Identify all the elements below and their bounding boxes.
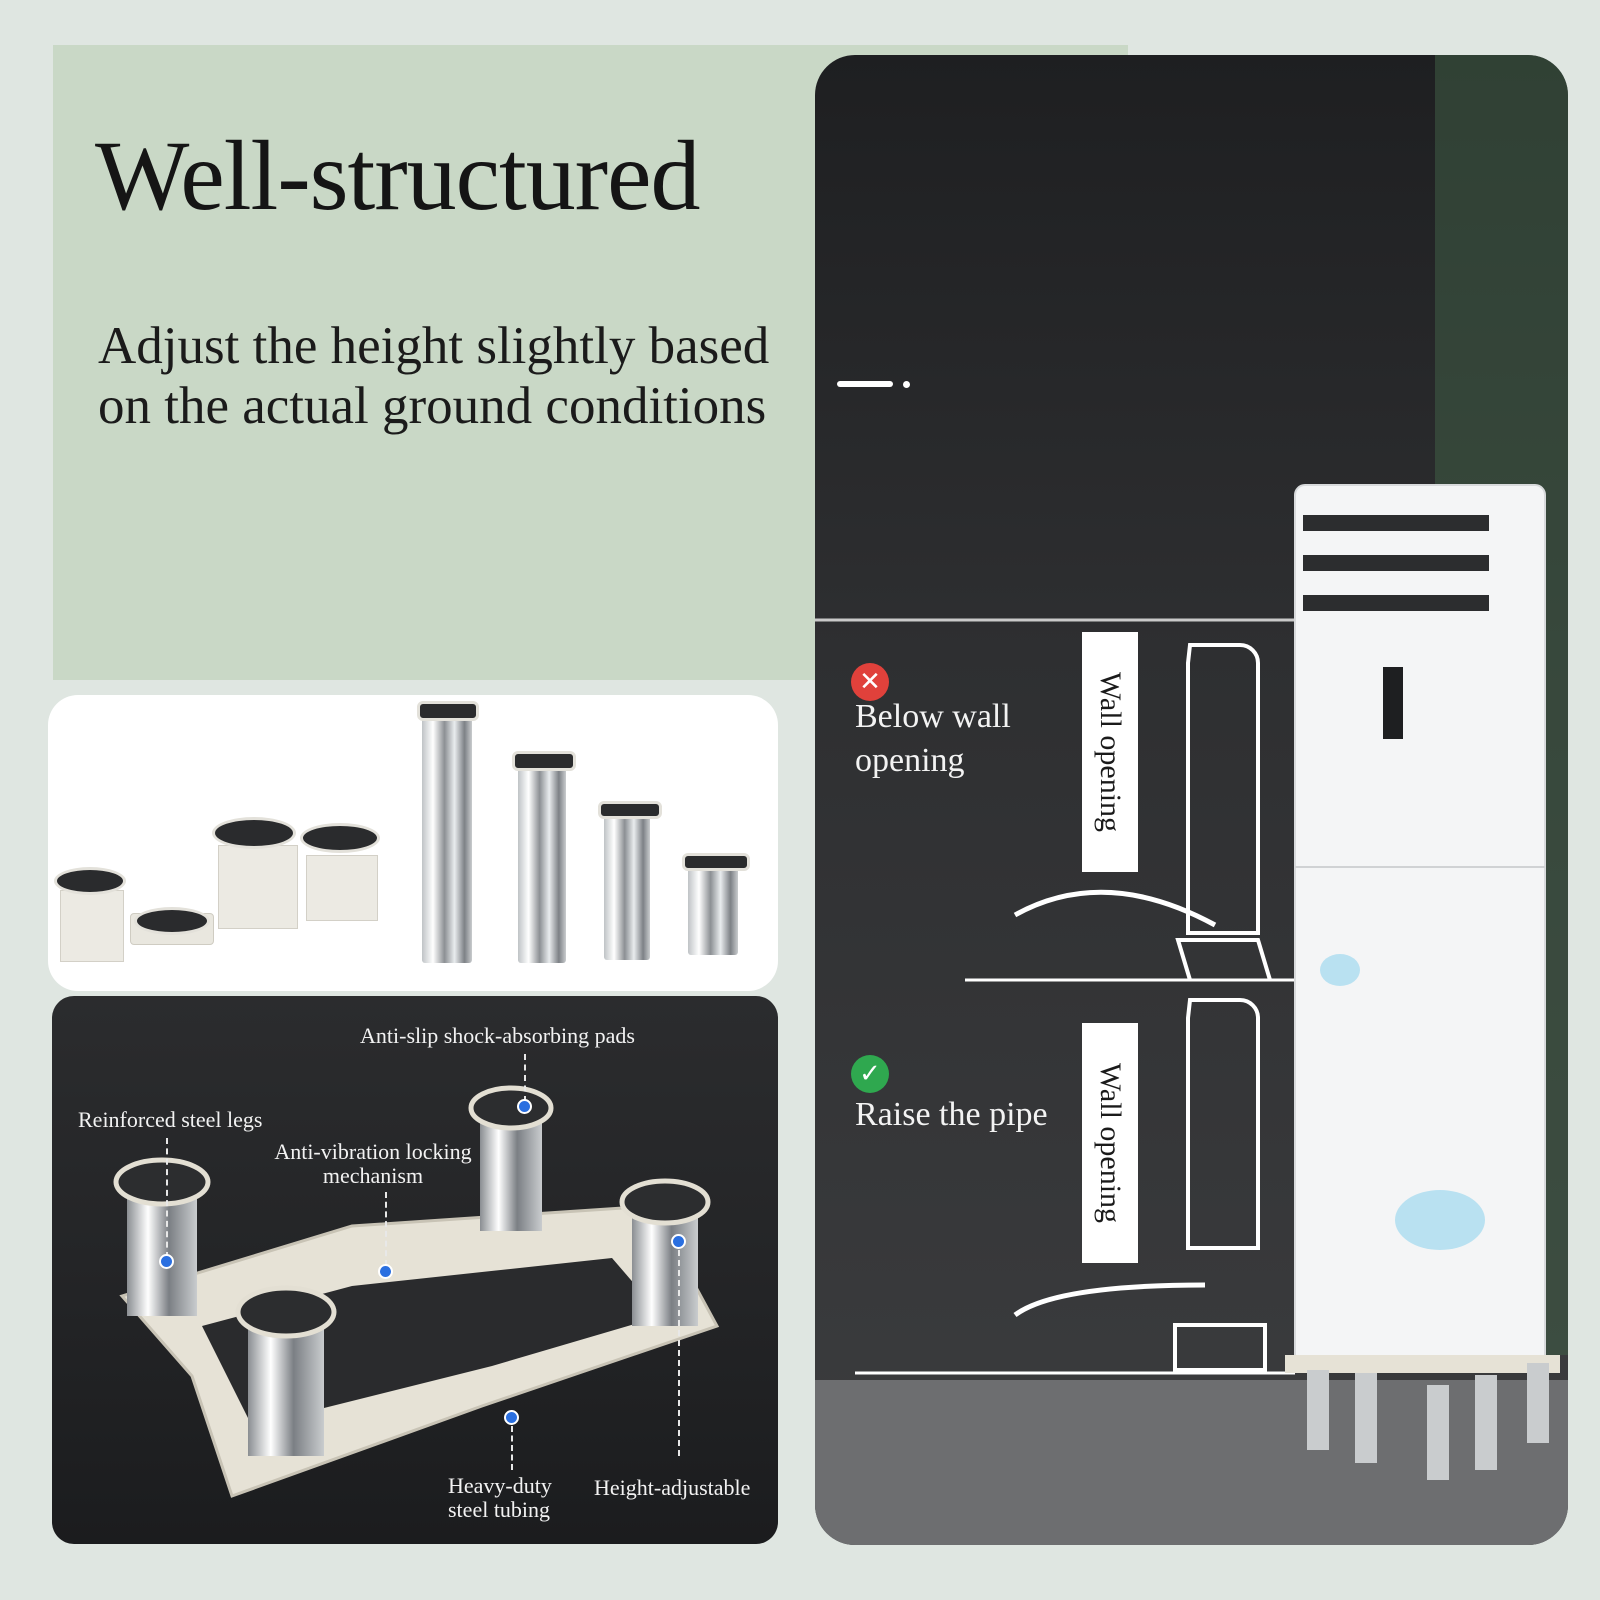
- tube-cap: [512, 751, 576, 771]
- label-height-adjustable: Height-adjustable: [594, 1475, 751, 1500]
- scene-illustration: [815, 55, 1568, 1545]
- installation-scene: ✕ Below wall opening Wall opening ✓ Rais…: [815, 55, 1568, 1545]
- leader-line: [678, 1250, 680, 1456]
- page-subtitle: Adjust the height slightly based on the …: [98, 317, 770, 435]
- steel-tube: [518, 763, 566, 963]
- wrong-scenario-text: Below wall opening: [855, 695, 1011, 783]
- right-scenario-text: Raise the pipe: [855, 1096, 1048, 1133]
- slide-indicator-active: [837, 381, 893, 387]
- label-tubing-line2: steel tubing: [448, 1497, 551, 1522]
- slide-indicator: [903, 381, 910, 388]
- product-parts-image: [48, 695, 778, 991]
- leader-line: [524, 1054, 526, 1102]
- steel-tube: [422, 713, 472, 963]
- label-locking-mechanism: Anti-vibration locking mechanism: [268, 1140, 478, 1188]
- leg-pad: [300, 823, 380, 853]
- leg-base: [306, 855, 378, 921]
- x-icon: ✕: [851, 663, 889, 701]
- page-title: Well-structured: [95, 120, 700, 231]
- leader-line: [511, 1426, 513, 1470]
- leg-base: [60, 890, 124, 962]
- leg-pad: [212, 817, 296, 849]
- label-locking-line1: Anti-vibration locking: [274, 1139, 472, 1164]
- leg-base: [218, 845, 298, 929]
- label-steel-legs: Reinforced steel legs: [78, 1107, 263, 1132]
- label-locking-line2: mechanism: [322, 1163, 424, 1188]
- leader-line: [385, 1192, 387, 1266]
- label-steel-tubing: Heavy-duty steel tubing: [448, 1474, 552, 1522]
- tube-cap: [598, 801, 662, 819]
- tube-cap: [682, 853, 750, 871]
- stand-feature-panel: Anti-slip shock-absorbing pads Reinforce…: [52, 996, 778, 1544]
- leader-line: [166, 1138, 168, 1258]
- stand-illustration: [113, 1085, 720, 1498]
- tube-cap: [417, 701, 479, 721]
- marker-dot: [378, 1264, 393, 1279]
- steel-tube: [688, 860, 738, 955]
- leg-pad: [134, 907, 210, 935]
- marker-dot: [159, 1254, 174, 1269]
- label-anti-slip-pads: Anti-slip shock-absorbing pads: [360, 1023, 635, 1048]
- label-tubing-line1: Heavy-duty: [448, 1473, 552, 1498]
- wall-opening-label-top: Wall opening: [1082, 632, 1138, 872]
- leg-pad: [54, 867, 126, 895]
- wrong-line1: Below wall: [855, 698, 1011, 735]
- wall-opening-label-bottom: Wall opening: [1082, 1023, 1138, 1263]
- steel-tube: [604, 810, 650, 960]
- check-icon: ✓: [851, 1055, 889, 1093]
- marker-dot: [517, 1099, 532, 1114]
- marker-dot: [504, 1410, 519, 1425]
- marker-dot: [671, 1234, 686, 1249]
- wrong-line2: opening: [855, 742, 965, 779]
